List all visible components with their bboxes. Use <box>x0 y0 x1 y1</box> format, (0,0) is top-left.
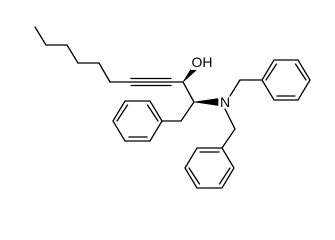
phenyl-ring-backbone <box>112 100 163 142</box>
bond-c4-c3 <box>182 81 195 103</box>
phenyl-ring-backbone-outline <box>112 100 163 142</box>
alkyne-triple-bond <box>130 77 172 87</box>
hydroxyl-label-bg <box>191 53 213 70</box>
chemical-structure: OH N <box>34 26 311 189</box>
nitrogen-label-bg <box>219 95 231 110</box>
bond-n-ch2-lower <box>224 108 236 130</box>
phenyl-ring-upper-double-1 <box>265 63 278 81</box>
hydroxyl-label: OH <box>192 54 213 70</box>
phenyl-ring-lower-outline <box>184 147 235 189</box>
phenyl-ring-lower-double-2 <box>218 167 231 185</box>
hexyl-chain <box>34 26 132 83</box>
phenyl-ring-backbone-double-1 <box>146 104 159 122</box>
bond-c3-c2 <box>180 101 195 122</box>
nitrogen-label: N <box>220 94 230 110</box>
phenyl-ring-upper <box>261 59 311 101</box>
phenyl-ring-lower <box>184 147 235 189</box>
bond-ch2-lower-phenyl <box>221 128 236 149</box>
phenyl-ring-lower-double-3 <box>188 167 201 185</box>
wedge-bond-c3-n <box>193 98 219 106</box>
bond-c10-c9 <box>66 44 79 64</box>
phenyl-ring-upper-double-2 <box>294 63 307 81</box>
bond-c8-c7 <box>98 62 111 83</box>
phenyl-ring-backbone-double-3 <box>116 104 129 122</box>
bond-n-ch2-upper <box>229 79 241 97</box>
bond-c12-c11 <box>34 26 47 46</box>
phenyl-ring-upper-outline <box>261 59 311 101</box>
